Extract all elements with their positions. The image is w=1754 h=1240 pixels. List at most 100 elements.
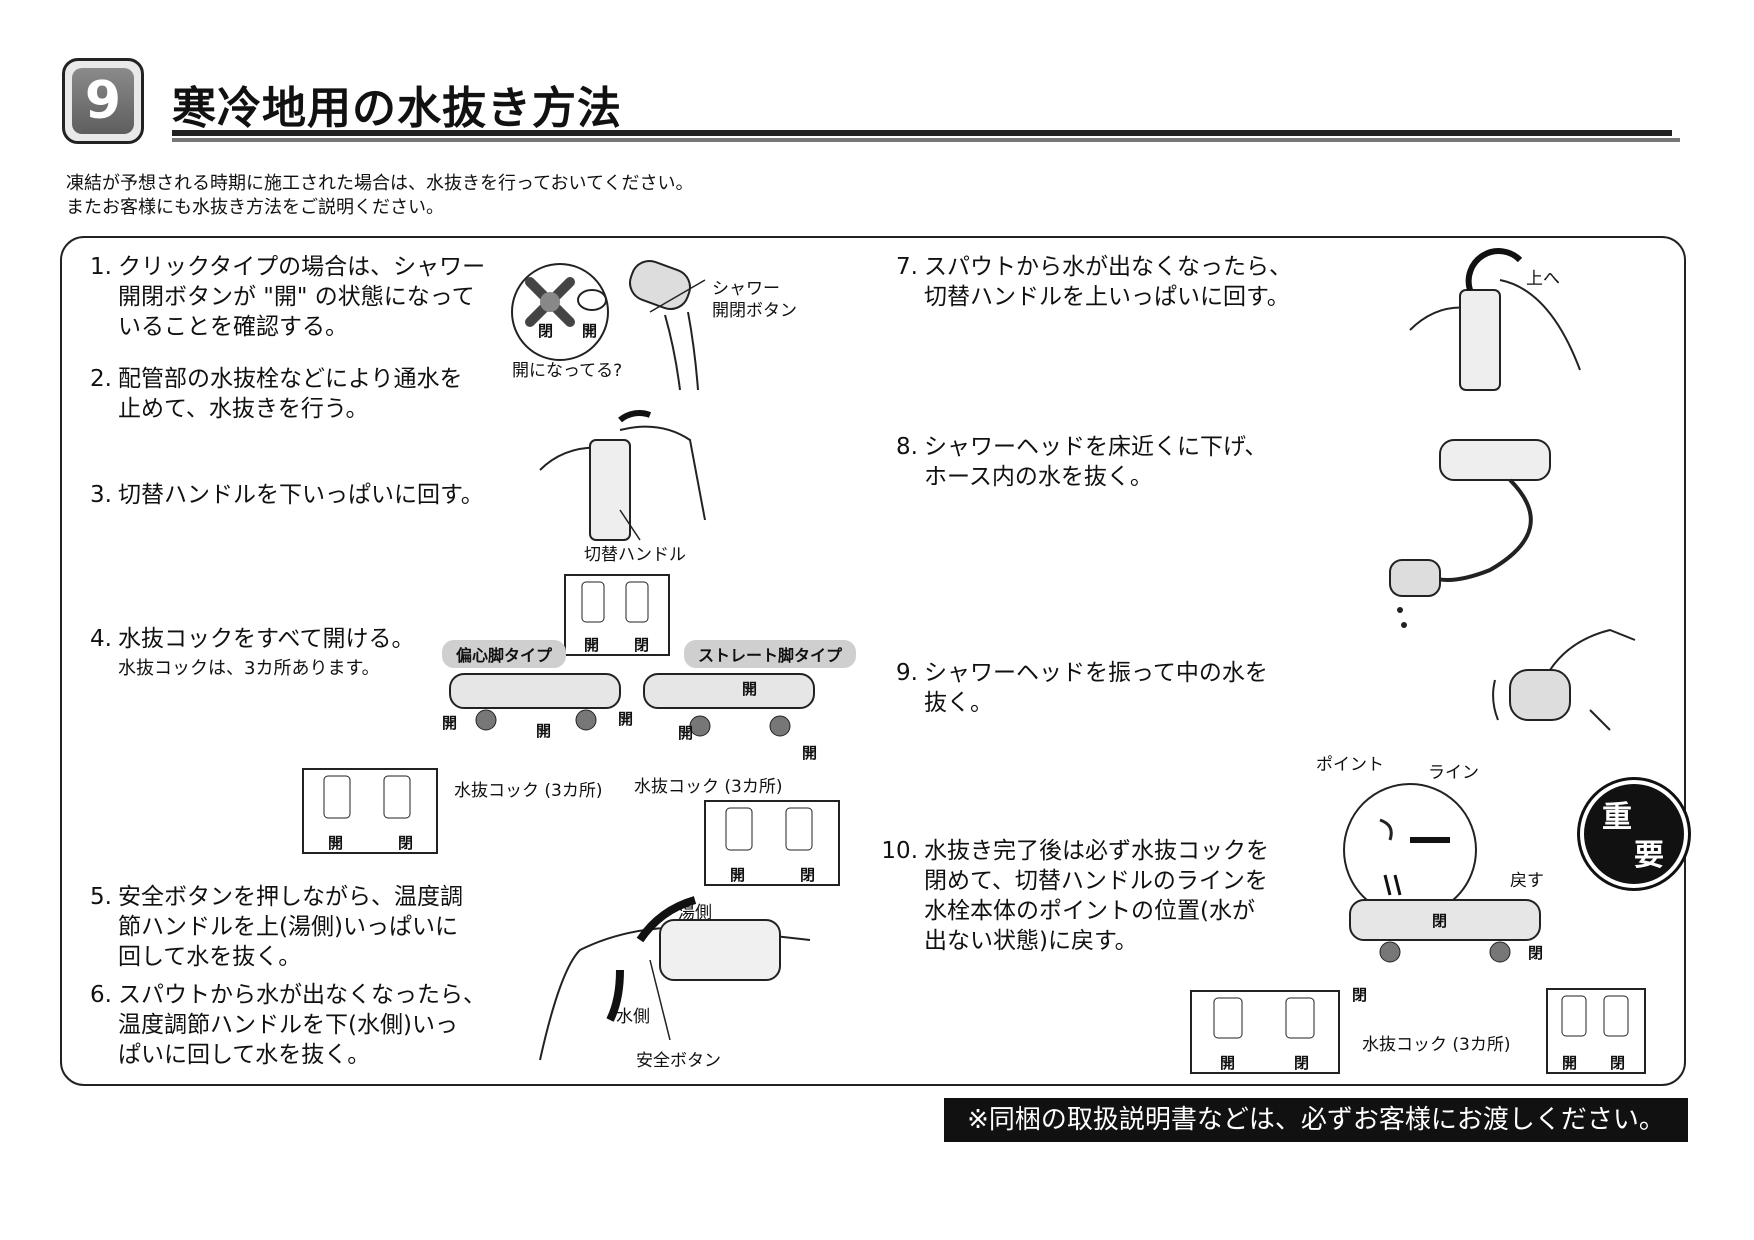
step-text: クリックタイプの場合は、シャワー: [118, 254, 486, 280]
cock-detail-step10-right: 開 閉: [1546, 988, 1646, 1074]
step-text: 配管部の水抜栓などにより通水を: [118, 366, 463, 392]
step-3: 3.切替ハンドルを下いっぱいに回す。: [82, 480, 484, 510]
step-1: 1.クリックタイプの場合は、シャワー 開閉ボタンが "開" の状態になって いる…: [82, 252, 485, 342]
open-label: 開: [742, 680, 758, 698]
temperature-handle-illustration: [539, 896, 811, 1061]
step-text: ぱいに回して水を抜く。: [118, 1042, 371, 1068]
step-4: 4.水抜コックをすべて開ける。 水抜コックは、3カ所あります。: [82, 624, 414, 684]
close-label: 閉: [1294, 1054, 1310, 1072]
step-text: ホース内の水を抜く。: [924, 464, 1153, 490]
step-text: 水抜き完了後は必ず水抜コックを: [924, 838, 1269, 864]
is-open-label: 開になってる?: [512, 361, 623, 381]
step-6: 6.スパウトから水が出なくなったら、 温度調節ハンドルを下(水側)いっ ぱいに回…: [82, 980, 486, 1070]
step-text: 安全ボタンを押しながら、温度調: [118, 884, 463, 910]
step-number: 3.: [90, 482, 112, 508]
close-label: 閉: [398, 834, 414, 852]
title-underline-shadow: [172, 138, 1680, 142]
section-number-badge: 9: [62, 58, 144, 144]
switch-handle-up-illustration: [1409, 248, 1581, 391]
drain-cock-label-step10: 水抜コック (3カ所): [1362, 1035, 1511, 1055]
cock-detail-step10-left: 開 閉: [1190, 990, 1340, 1074]
step-text: 抜く。: [924, 690, 993, 716]
drain-cock-label-right: 水抜コック (3カ所): [634, 777, 783, 797]
step-text: 閉めて、切替ハンドルのラインを: [924, 868, 1268, 894]
cock-detail-right: 開 閉: [704, 800, 840, 886]
step-text: 出ない状態)に戻す。: [924, 928, 1138, 954]
cold-side-label: 水側: [616, 1007, 650, 1027]
eccentric-type-pill: 偏心脚タイプ: [442, 640, 567, 668]
shower-button-label-1: シャワー: [712, 279, 780, 299]
section-number: 9: [72, 68, 134, 134]
faucet-return-illustration: [1349, 899, 1541, 963]
step-number: 4.: [90, 626, 112, 652]
step-text: 水栓本体のポイントの位置(水が: [924, 898, 1255, 924]
intro-line-1: 凍結が予想される時期に施工された場合は、水抜きを行っておいてください。: [66, 173, 694, 194]
step-text: 切替ハンドルを上いっぱいに回す。: [924, 284, 1290, 310]
safety-button-label: 安全ボタン: [636, 1051, 721, 1071]
step-text: 切替ハンドルを下いっぱいに回す。: [118, 482, 484, 508]
step-7: 7.スパウトから水が出なくなったら、 切替ハンドルを上いっぱいに回す。: [888, 252, 1292, 312]
open-label: 開: [730, 866, 746, 884]
cock-detail-left: 開 閉: [302, 768, 438, 854]
close-label: 閉: [800, 866, 816, 884]
straight-type-pill: ストレート脚タイプ: [684, 640, 857, 668]
step-text: スパウトから水が出なくなったら、: [118, 982, 486, 1008]
line-label: ライン: [1428, 763, 1479, 783]
title-underline: [172, 130, 1672, 136]
switch-handle-illustration: [539, 410, 706, 541]
close-label: 閉: [1610, 1054, 1626, 1072]
step-number: 7.: [896, 254, 918, 280]
important-badge: 重 要: [1580, 780, 1688, 888]
step-number: 2.: [90, 366, 112, 392]
eccentric-faucet-illustration: [449, 673, 621, 731]
open-label: 開: [1220, 1054, 1236, 1072]
step-text: シャワーヘッドを振って中の水を: [924, 660, 1268, 686]
hot-side-label: 湯側: [678, 903, 712, 923]
close-label: 閉: [1528, 944, 1544, 962]
straight-faucet-illustration: [643, 673, 815, 737]
close-label: 閉: [1432, 912, 1448, 930]
step-9: 9.シャワーヘッドを振って中の水を 抜く。: [888, 658, 1268, 718]
cock-detail-top: 開 閉: [564, 574, 670, 656]
step-text: いることを確認する。: [118, 314, 348, 340]
step-number: 6.: [90, 982, 112, 1008]
step-number: 9.: [896, 660, 918, 686]
close-label: 閉: [1352, 986, 1368, 1004]
step-number: 5.: [90, 884, 112, 910]
step-text: 水抜コックをすべて開ける。: [118, 626, 415, 652]
step-5: 5.安全ボタンを押しながら、温度調 節ハンドルを上(湯側)いっぱいに 回して水を…: [82, 882, 463, 972]
return-label: 戻す: [1510, 871, 1544, 891]
important-char-2: 要: [1634, 838, 1664, 873]
step-8: 8.シャワーヘッドを床近くに下げ、 ホース内の水を抜く。: [888, 432, 1267, 492]
step-text: スパウトから水が出なくなったら、: [924, 254, 1292, 280]
drain-cock-label-left: 水抜コック (3カ所): [454, 781, 603, 801]
close-label: 閉: [538, 322, 554, 340]
point-line-detail-illustration: [1343, 783, 1477, 917]
step-text: 開閉ボタンが "開" の状態になって: [118, 284, 475, 310]
close-label: 閉: [634, 636, 650, 654]
shower-button-label-2: 開閉ボタン: [712, 301, 797, 321]
open-label: 開: [618, 710, 634, 728]
step-number: 8.: [896, 434, 918, 460]
open-label: 開: [678, 724, 694, 742]
point-label: ポイント: [1316, 755, 1384, 775]
switch-handle-label: 切替ハンドル: [584, 545, 686, 565]
step-text: 節ハンドルを上(湯側)いっぱいに: [118, 914, 458, 940]
page-title: 寒冷地用の水抜き方法: [172, 83, 622, 134]
open-label: 開: [442, 714, 458, 732]
step-number: 1.: [90, 254, 112, 280]
step-text: シャワーヘッドを床近くに下げ、: [924, 434, 1268, 460]
step-2: 2.配管部の水抜栓などにより通水を 止めて、水抜きを行う。: [82, 364, 463, 424]
step-10: 10.水抜き完了後は必ず水抜コックを 閉めて、切替ハンドルのラインを 水栓本体の…: [876, 836, 1269, 956]
shower-hose-down-illustration: [1389, 439, 1551, 628]
instructions-panel: [60, 236, 1686, 1086]
step-text: 温度調節ハンドルを下(水側)いっ: [118, 1012, 458, 1038]
open-label: 開: [802, 744, 818, 762]
open-label: 開: [328, 834, 344, 852]
open-label: 開: [1562, 1054, 1578, 1072]
step-note: 水抜コックは、3カ所あります。: [118, 658, 380, 679]
shake-shower-head-illustration: [1492, 628, 1636, 731]
important-char-1: 重: [1602, 800, 1632, 835]
up-label: 上へ: [1526, 269, 1560, 289]
step-text: 回して水を抜く。: [118, 944, 302, 970]
